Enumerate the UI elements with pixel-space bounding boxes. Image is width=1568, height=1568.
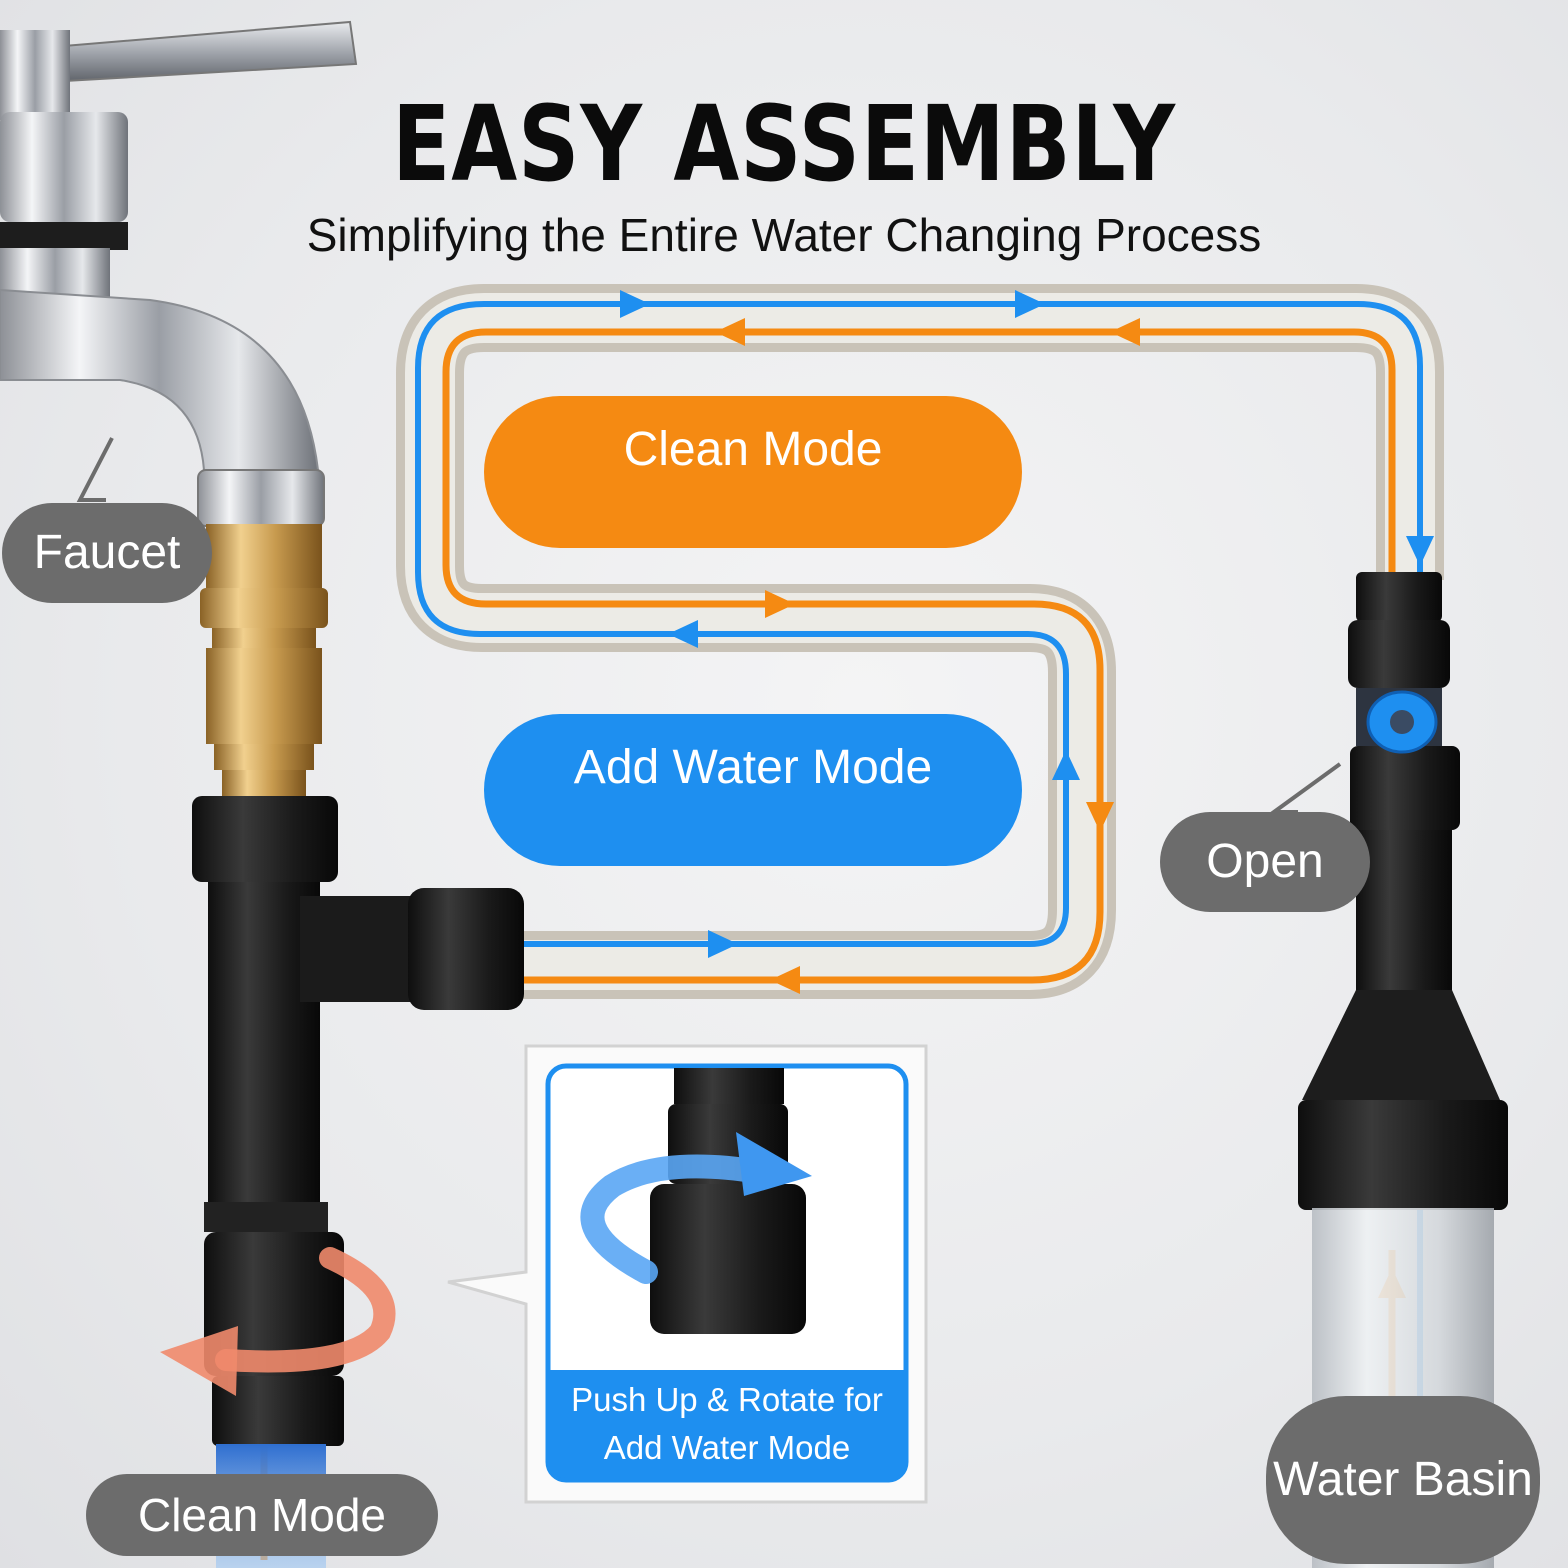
open-callout: Open <box>1160 812 1370 912</box>
brass-connector <box>200 524 328 796</box>
water-basin-callout: Water Basin <box>1266 1396 1540 1564</box>
inset-box <box>447 1044 928 1504</box>
add-water-flow-line <box>259 301 1423 1400</box>
inset-caption: Push Up & Rotate for Add Water Mode <box>571 1381 883 1466</box>
rotate-arrow <box>215 1247 396 1373</box>
add-water-mode-label: Add Water Mode <box>573 741 933 794</box>
open-pointer <box>1267 762 1342 814</box>
faucet-pointer <box>76 437 114 502</box>
page-title: EASY ASSEMBLY <box>392 83 1176 205</box>
t-fitting <box>192 796 524 1568</box>
faucet <box>0 20 358 527</box>
page-subtitle: Simplifying the Entire Water Changing Pr… <box>306 209 1262 261</box>
clean-mode-label: Clean Mode <box>623 423 883 476</box>
faucet-callout: Faucet <box>2 503 212 603</box>
clean-mode-callout: Clean Mode <box>86 1474 438 1556</box>
add-water-mode-badge: Add Water Mode <box>484 714 1022 866</box>
clean-mode-badge: Clean Mode <box>484 396 1022 548</box>
